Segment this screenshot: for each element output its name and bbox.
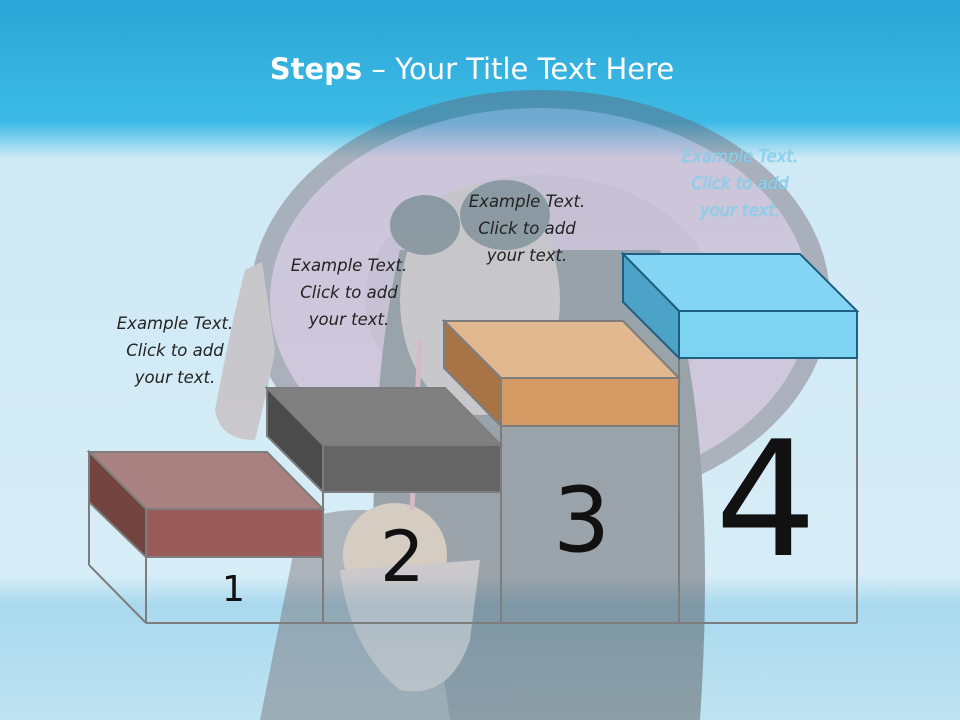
step-outlines: [88, 358, 858, 624]
step-1-block[interactable]: [86, 449, 326, 560]
caption-line: Click to add: [126, 341, 224, 360]
caption-line: Example Text.: [116, 314, 234, 333]
caption-line: Example Text.: [468, 192, 586, 211]
step-2-number: 2: [380, 516, 425, 598]
step-2-block[interactable]: [264, 385, 504, 495]
step-4-number: 4: [715, 406, 817, 593]
step-4-caption[interactable]: Example Text. Click to add your text.: [645, 143, 835, 224]
caption-line: your text.: [699, 201, 781, 220]
caption-line: Example Text.: [681, 147, 799, 166]
step-1-number: 1: [222, 569, 245, 610]
step-2-caption[interactable]: Example Text. Click to add your text.: [254, 252, 444, 333]
caption-line: Click to add: [478, 219, 576, 238]
caption-line: Click to add: [691, 174, 789, 193]
caption-line: your text.: [486, 246, 568, 265]
caption-line: your text.: [308, 310, 390, 329]
step-3-block[interactable]: [441, 318, 682, 429]
caption-line: your text.: [134, 368, 216, 387]
step-4-block[interactable]: [620, 251, 860, 361]
slide-title[interactable]: Steps – Your Title Text Here: [0, 52, 944, 86]
title-bold-part: Steps: [269, 52, 363, 86]
step-1-caption[interactable]: Example Text. Click to add your text.: [80, 310, 270, 391]
caption-line: Example Text.: [290, 256, 408, 275]
step-3-number: 3: [553, 468, 611, 573]
step-3-caption[interactable]: Example Text. Click to add your text.: [432, 188, 622, 269]
caption-line: Click to add: [300, 283, 398, 302]
title-rest-part: – Your Title Text Here: [362, 52, 675, 86]
